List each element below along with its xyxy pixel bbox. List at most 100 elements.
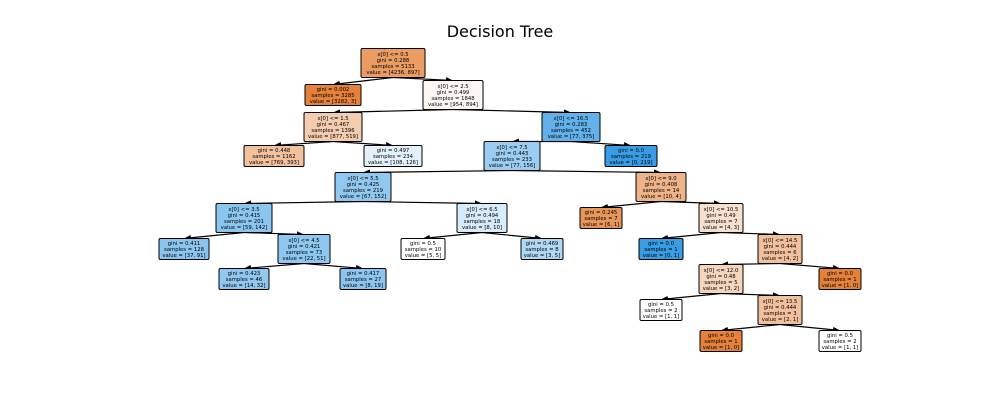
- node-box: [334, 172, 392, 202]
- node-text-line: samples = 219: [343, 188, 383, 194]
- tree-edge-n16-n22: [303, 262, 363, 271]
- node-text-line: gini = 0.411: [168, 241, 201, 247]
- node-text-line: samples = 128: [164, 247, 205, 253]
- node-text-line: x[0] <= 10.5: [704, 207, 739, 213]
- node-box: [818, 268, 862, 290]
- node-text-line: value = [877, 519]: [308, 134, 358, 140]
- node-text-line: gini = 0.444: [764, 305, 797, 311]
- node-text-line: samples = 1: [823, 277, 856, 283]
- node-text-line: value = [108, 126]: [368, 160, 418, 166]
- node-box: [520, 238, 564, 260]
- node-text-line: samples = 201: [224, 219, 264, 225]
- node-text-line: samples = 18: [464, 219, 501, 225]
- node-text-line: gini = 0.499: [437, 90, 470, 96]
- node-text-line: value = [769, 393]: [249, 160, 299, 166]
- tree-edge-n11-n15: [184, 231, 245, 241]
- node-text-line: gini = 0.443: [496, 151, 529, 157]
- node-box: [757, 295, 803, 325]
- node-text-line: value = [59, 142]: [221, 225, 268, 231]
- node-box: [604, 145, 658, 167]
- node-box: [400, 238, 446, 260]
- node-text-line: samples = 46: [226, 277, 263, 283]
- tree-edge-n26-n27: [721, 323, 781, 333]
- tree-edge-n26-n28: [779, 323, 840, 333]
- node-text-line: value = [3282, 3]: [310, 99, 357, 105]
- tree-edge-n3-n6: [332, 140, 394, 149]
- node-text-line: samples = 7: [584, 216, 617, 222]
- node-text-line: value = [1, 0]: [822, 283, 859, 289]
- node-text-line: value = [8, 19]: [343, 283, 383, 289]
- tree-edge-n3-n5: [274, 140, 334, 149]
- node-text-line: value = [4, 3]: [703, 225, 740, 231]
- node-text-line: value = [77, 375]: [548, 134, 595, 140]
- tree-edge-n4-n8: [570, 140, 631, 149]
- node-text-line: gini = 0.002: [317, 87, 350, 93]
- node-box: [635, 172, 687, 202]
- node-text-line: gini = 0.423: [228, 271, 261, 277]
- node-box: [422, 80, 484, 110]
- node-box: [579, 207, 623, 229]
- node-text-line: x[0] <= 12.0: [704, 268, 739, 274]
- node-text-line: value = [2, 1]: [762, 317, 799, 323]
- node-text-line: samples = 5: [704, 280, 737, 286]
- node-text-line: gini = 0.425: [347, 182, 380, 188]
- node-text-line: samples = 5133: [371, 64, 414, 70]
- node-text-line: samples = 2: [644, 308, 677, 314]
- node-text-line: gini = 0.0: [648, 241, 675, 247]
- node-text-line: samples = 14: [643, 188, 680, 194]
- node-box: [638, 238, 684, 260]
- node-box: [363, 145, 423, 167]
- tree-edge-n0-n1: [332, 76, 394, 87]
- node-text-line: x[0] <= 9.0: [645, 176, 677, 182]
- node-text-line: value = [4, 2]: [762, 256, 799, 262]
- node-text-line: samples = 1396: [311, 128, 355, 134]
- node-text-line: x[0] <= 2.5: [437, 84, 468, 90]
- node-text-line: value = [4236, 897]: [366, 70, 419, 76]
- node-box: [218, 268, 270, 290]
- node-text-line: gini = 0.49: [706, 213, 735, 219]
- node-text-line: x[0] <= 14.5: [763, 238, 798, 244]
- node-text-line: samples = 1: [644, 247, 677, 253]
- node-text-line: samples = 3: [763, 311, 796, 317]
- tree-edge-n12-n17: [423, 231, 483, 241]
- node-text-line: x[0] <= 1.5: [317, 116, 348, 122]
- node-text-line: gini = 0.497: [377, 148, 410, 154]
- chart-title: Decision Tree: [446, 22, 554, 41]
- node-text-line: samples = 73: [286, 250, 323, 256]
- node-text-line: value = [954, 894]: [428, 102, 478, 108]
- node-box: [698, 203, 744, 233]
- node-text-line: value = [1, 1]: [643, 314, 680, 320]
- node-text-line: gini = 0.417: [347, 271, 380, 277]
- node-text-line: value = [3, 2]: [703, 286, 740, 292]
- node-text-line: gini = 0.444: [764, 244, 797, 250]
- node-text-line: samples = 27: [345, 277, 382, 283]
- node-text-line: value = [77, 156]: [489, 163, 536, 169]
- node-text-line: x[0] <= 0.5: [377, 52, 408, 58]
- node-text-line: samples = 234: [373, 154, 414, 160]
- node-box: [483, 141, 541, 171]
- node-box: [277, 234, 331, 264]
- node-text-line: x[0] <= 5.5: [347, 176, 378, 182]
